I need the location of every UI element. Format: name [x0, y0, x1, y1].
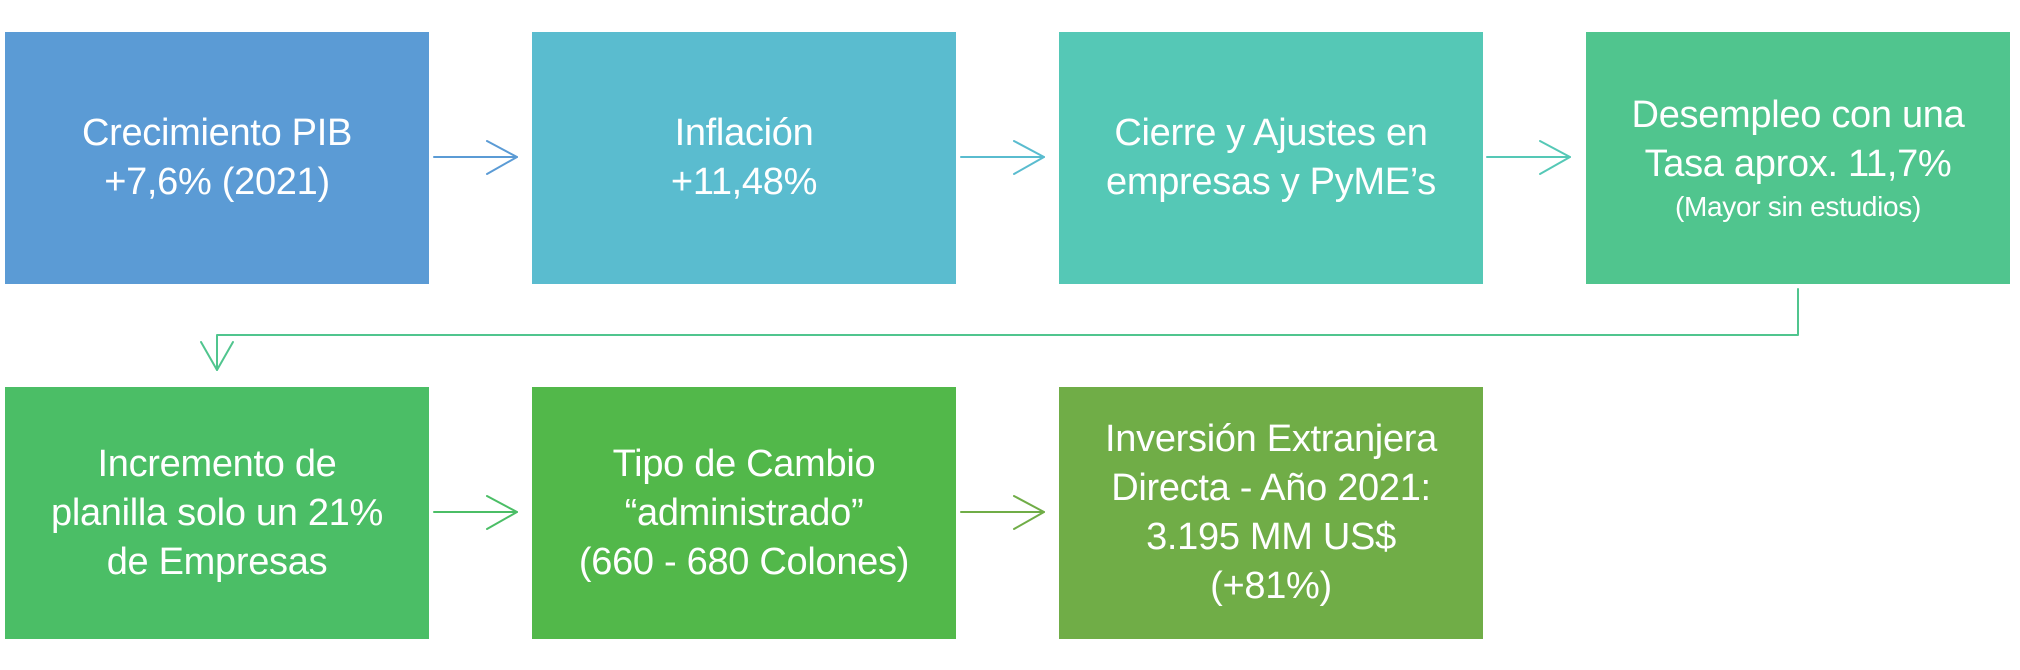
step-text: (+81%) — [1210, 565, 1332, 607]
step-text: Tipo de Cambio — [612, 442, 876, 485]
step-box-inflacion: Inflación +11,48% — [532, 32, 956, 284]
step-text: de Empresas — [106, 540, 328, 583]
step-text: Cierre y Ajustes en — [1114, 112, 1428, 154]
arrow-elbow-down-icon — [200, 288, 1799, 371]
arrow-right-icon — [433, 495, 518, 530]
step-text: Crecimiento PIB — [81, 112, 353, 154]
arrow-right-icon — [960, 140, 1045, 175]
step-text: (660 - 680 Colones) — [578, 540, 910, 583]
step-text: Inversión Extranjera — [1105, 418, 1437, 460]
step-subtitle: (Mayor sin estudios) — [1674, 191, 1922, 222]
step-box-desempleo: Desempleo con una Tasa aprox. 11,7% (May… — [1586, 32, 2010, 284]
step-text: Incremento de — [97, 442, 337, 485]
step-text: +11,48% — [670, 161, 818, 203]
step-text: empresas y PyME’s — [1106, 161, 1436, 203]
step-text: Tasa aprox. 11,7% — [1644, 143, 1952, 185]
step-text: “administrado” — [624, 491, 864, 534]
step-text: Inflación — [674, 112, 814, 154]
arrow-right-icon — [1486, 140, 1571, 175]
step-text: Desempleo con una — [1631, 94, 1965, 136]
step-box-incremento-planilla: Incremento de planilla solo un 21% de Em… — [5, 387, 429, 639]
arrow-right-icon — [960, 495, 1045, 530]
step-text: planilla solo un 21% — [50, 491, 383, 534]
step-box-cierre-ajustes: Cierre y Ajustes en empresas y PyME’s — [1059, 32, 1483, 284]
arrow-right-icon — [433, 140, 518, 175]
step-box-tipo-cambio: Tipo de Cambio “administrado” (660 - 680… — [532, 387, 956, 639]
step-text: 3.195 MM US$ — [1146, 516, 1396, 558]
step-text: Directa - Año 2021: — [1111, 467, 1431, 509]
step-box-crecimiento-pib: Crecimiento PIB +7,6% (2021) — [5, 32, 429, 284]
step-text: +7,6% (2021) — [104, 161, 330, 203]
step-box-inversion-extranjera: Inversión Extranjera Directa - Año 2021:… — [1059, 387, 1483, 639]
